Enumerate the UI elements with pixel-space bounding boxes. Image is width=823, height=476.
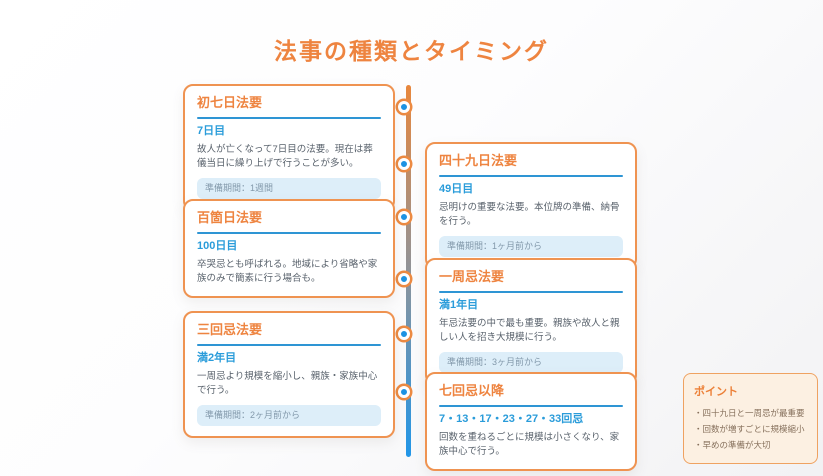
card-title: 七回忌以降: [439, 383, 505, 398]
card-nanakaiki-ikou: 七回忌以降 7・13・17・23・27・33回忌 回数を重ねるごとに規模は小さく…: [425, 372, 637, 472]
points-item-2: ・回数が増すごとに規模縮小: [694, 424, 805, 435]
timeline-node-3: [398, 211, 410, 223]
card-title: 三回忌法要: [197, 322, 263, 337]
points-box: ポイント ・四十九日と一周忌が最重要 ・回数が増すごとに規模縮小 ・早めの準備が…: [683, 373, 818, 465]
card-body: 卒哭忌とも呼ばれる。地域により省略や家族のみで簡素に行う場合も。: [197, 258, 378, 285]
card-body: 一周忌より規模を縮小し、親族・家族中心で行う。: [197, 370, 378, 397]
points-title: ポイント: [694, 386, 738, 398]
card-subtitle: 7日目: [197, 124, 226, 137]
points-item-3: ・早めの準備が大切: [694, 440, 771, 451]
card-isshuki-hoyo: 一周忌法要 満1年目 年忌法要の中で最も重要。親族や故人と親しい人を招き大規模に…: [425, 258, 637, 386]
card-shonanoka-hoyo: 初七日法要 7日目 故人が亡くなって7日目の法要。現在は葬儀当日に繰り上げで行う…: [183, 84, 395, 212]
card-divider: [439, 404, 623, 407]
preparation-badge: 準備期間：1ヶ月前から: [439, 236, 623, 258]
preparation-badge: 準備期間：1週間: [197, 178, 381, 200]
timeline-node-1: [398, 101, 410, 113]
card-body: 忌明けの重要な法要。本位牌の準備、納骨を行う。: [439, 201, 620, 228]
card-title: 一周忌法要: [439, 269, 505, 284]
card-hyakkanichi-hoyo: 百箇日法要 100日目 卒哭忌とも呼ばれる。地域により省略や家族のみで簡素に行う…: [183, 199, 395, 299]
card-title: 百箇日法要: [197, 210, 263, 225]
timeline-node-5: [398, 328, 410, 340]
card-subtitle: 満1年目: [439, 298, 479, 311]
points-item-1: ・四十九日と一周忌が最重要: [694, 408, 805, 418]
page-title: 法事の種類とタイミング: [274, 38, 549, 64]
card-divider: [439, 290, 623, 293]
card-divider: [439, 174, 623, 177]
card-divider: [197, 116, 381, 119]
preparation-badge: 準備期間：2ヶ月前から: [197, 405, 381, 427]
card-title: 四十九日法要: [439, 153, 518, 168]
card-sankaiki-hoyo: 三回忌法要 満2年目 一周忌より規模を縮小し、親族・家族中心で行う。 準備期間：…: [183, 311, 395, 439]
timeline-line: [406, 85, 411, 457]
timeline-node-6: [398, 386, 410, 398]
card-subtitle: 7・13・17・23・27・33回忌: [439, 412, 584, 425]
preparation-badge: 準備期間：3ヶ月前から: [439, 352, 623, 374]
card-divider: [197, 343, 381, 346]
card-shijukunichi-hoyo: 四十九日法要 49日目 忌明けの重要な法要。本位牌の準備、納骨を行う。 準備期間…: [425, 142, 637, 270]
card-body: 回数を重ねるごとに規模は小さくなり、家族中心で行う。: [439, 431, 620, 458]
timeline-node-4: [398, 273, 410, 285]
card-subtitle: 100日目: [197, 239, 238, 252]
timeline-node-2: [398, 158, 410, 170]
card-body: 故人が亡くなって7日目の法要。現在は葬儀当日に繰り上げで行うことが多い。: [197, 143, 373, 170]
card-subtitle: 49日目: [439, 182, 474, 195]
card-divider: [197, 231, 381, 234]
card-title: 初七日法要: [197, 95, 263, 110]
card-body: 年忌法要の中で最も重要。親族や故人と親しい人を招き大規模に行う。: [439, 317, 620, 344]
card-subtitle: 満2年目: [197, 351, 237, 364]
